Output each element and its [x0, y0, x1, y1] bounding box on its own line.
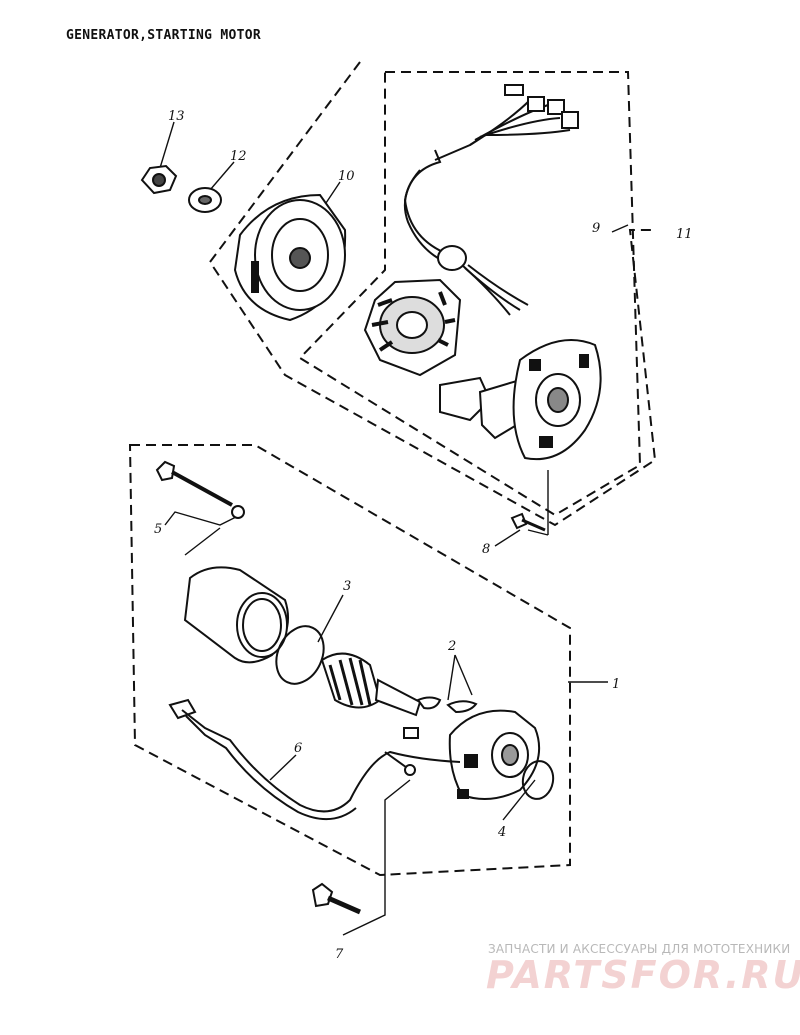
stator-screw: [510, 512, 546, 532]
callout-10: 10: [338, 169, 355, 184]
callout-12: 12: [230, 149, 247, 164]
washer: [188, 187, 222, 213]
watermark-caption: ЗАПЧАСТИ И АКСЕССУАРЫ ДЛЯ МОТОТЕХНИКИ: [488, 942, 791, 956]
callout-9: 9: [592, 221, 600, 236]
stator-assembly-boundary: [298, 71, 642, 517]
starter-front-bracket: [448, 709, 541, 800]
starting-motor-boundary: [128, 444, 571, 877]
callout-8: 8: [482, 542, 490, 557]
flywheel-rotor: [233, 193, 347, 322]
callout-6: 6: [294, 741, 302, 756]
starter-yoke: [183, 566, 289, 664]
callout-5: 5: [154, 522, 162, 537]
callout-7: 7: [335, 947, 344, 962]
stator-coil: [363, 278, 462, 377]
mounting-bolt: [311, 882, 362, 915]
callout-2: 2: [447, 639, 456, 654]
bracket-o-ring: [521, 760, 555, 800]
starter-cable: [168, 698, 461, 821]
pulser-coil: [439, 376, 527, 440]
o-ring: [275, 625, 325, 685]
stator-wire-harness: [403, 84, 579, 316]
callout-3: 3: [343, 579, 351, 594]
callout-13: 13: [168, 109, 185, 124]
watermark-logo: PARTSFOR.RU: [486, 953, 800, 997]
callout-1: 1: [612, 677, 620, 692]
armature: [320, 652, 422, 717]
through-bolt: [155, 460, 245, 519]
diagram-title: GENERATOR,STARTING MOTOR: [66, 28, 262, 43]
generator-assembly-boundary: [208, 61, 657, 527]
flange-nut: [140, 164, 178, 195]
callout-4: 4: [497, 825, 506, 840]
brush-set: [403, 696, 478, 739]
callout-11: 11: [676, 227, 693, 242]
stator-base-plate: [512, 339, 602, 461]
